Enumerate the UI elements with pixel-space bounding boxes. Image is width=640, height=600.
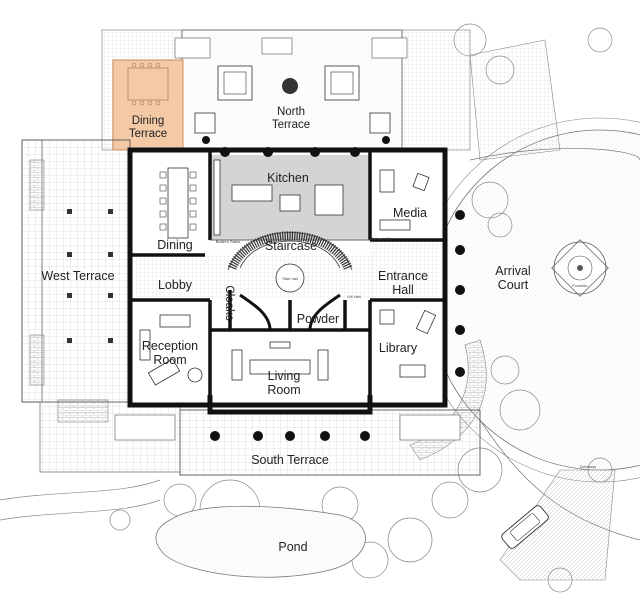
dining-label: Dining — [157, 238, 192, 252]
stair-hall-label: Stair hall — [282, 276, 298, 281]
terraces — [21, 29, 481, 476]
south-terrace-label: South Terrace — [251, 453, 329, 467]
fountain-icon — [551, 239, 609, 297]
kitchen-island-icon — [213, 159, 344, 236]
cloaks-label: Cloaks — [223, 285, 235, 320]
media-sofa-icon — [379, 169, 430, 231]
car-icon — [501, 505, 549, 549]
kitchen-lift-label: Kitchen Lift — [370, 236, 391, 241]
pond-outline — [155, 505, 366, 578]
powder-label: Powder — [297, 312, 339, 326]
pond-label: Pond — [278, 540, 307, 554]
media-label: Media — [393, 206, 427, 220]
butler-stairs-label: Butler's Stairs — [216, 239, 241, 244]
kitchen-label: Kitchen — [267, 171, 309, 185]
dining-table-icon — [159, 167, 197, 239]
west-terrace-label: West Terrace — [41, 269, 114, 283]
dining-terrace-area — [112, 59, 184, 151]
staircase-label: Staircase — [265, 239, 317, 253]
staircase-arc — [227, 231, 353, 271]
driveway-label: Driveway — [580, 464, 596, 469]
lobby-label: Lobby — [158, 278, 193, 292]
fountain-label: Fountain — [572, 283, 588, 288]
house — [127, 136, 465, 441]
library-label: Library — [379, 341, 418, 355]
lift-hall-label: Lift Hall — [347, 294, 360, 299]
